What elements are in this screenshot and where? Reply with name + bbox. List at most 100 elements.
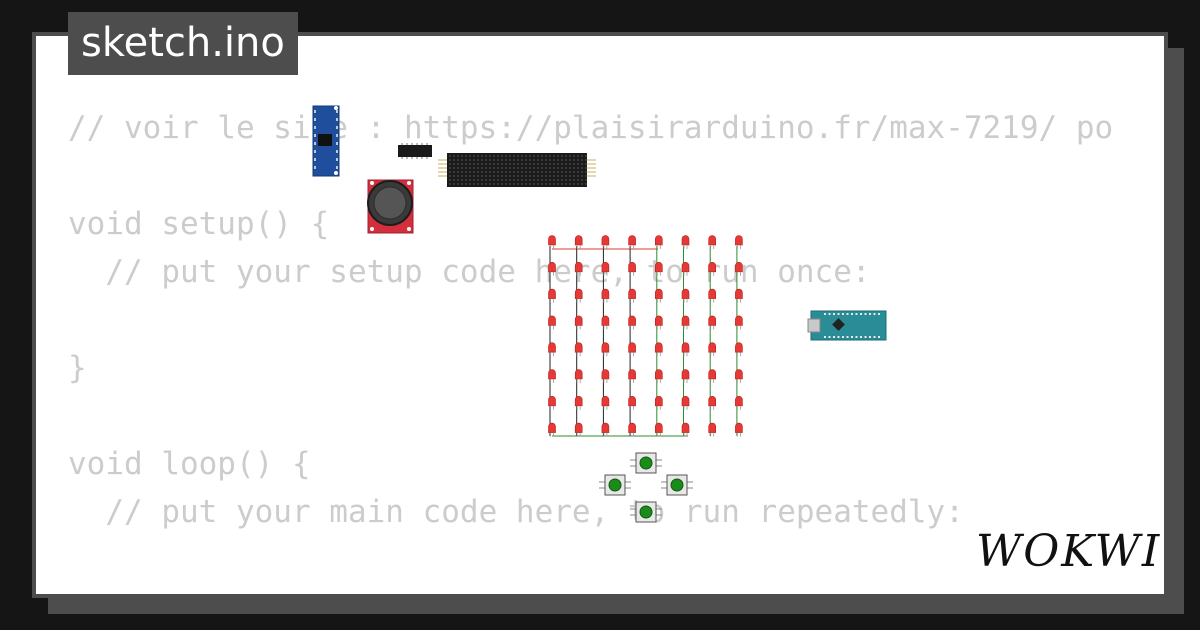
push-button[interactable] [630,501,662,523]
module-pin [336,126,338,129]
dot [452,162,456,166]
led [601,396,610,407]
led [681,342,690,353]
dot [536,178,540,182]
dot [464,158,468,162]
push-button[interactable] [630,452,662,474]
dot [520,154,524,158]
push-button-cap[interactable] [639,505,653,519]
led [628,422,636,433]
dot [492,178,496,182]
module-pin [314,166,316,169]
push-button[interactable] [599,474,631,496]
dot [484,174,488,178]
dot [508,166,512,170]
dot [448,174,452,178]
nano-board [810,310,887,341]
dot [504,178,508,182]
dot [500,166,504,170]
dot [516,178,520,182]
nano-pin [860,313,862,315]
dot [536,162,540,166]
led [708,422,716,433]
dot [480,174,484,178]
dot [480,170,484,174]
dot [556,174,560,178]
led [655,396,663,407]
dot [492,182,496,186]
dot [452,154,456,158]
dot [556,170,560,174]
dot [520,162,524,166]
code-line: // voir le site : https://plaisirarduino… [68,110,1114,146]
dot [564,170,568,174]
dot [516,166,520,170]
dot [468,174,472,178]
dot [460,162,464,166]
led [601,315,610,326]
max7219-module [312,105,340,177]
dot [544,170,548,174]
dot [564,178,568,182]
led [655,288,663,299]
led [681,262,690,273]
nano-pin [833,313,835,315]
module-pin [336,118,338,121]
file-tab-title[interactable]: sketch.ino [68,12,298,75]
nano-pin [842,313,844,315]
dot [456,182,460,186]
dot [504,170,508,174]
dot [580,178,584,182]
push-button-cap[interactable] [608,478,622,492]
dot [568,158,572,162]
dot [560,162,564,166]
led [655,369,663,380]
editor-card: // voir le site : https://plaisirarduino… [32,32,1168,598]
dot [512,166,516,170]
dot [472,182,476,186]
ic-pin [416,143,418,145]
dot [516,158,520,162]
dot [476,170,480,174]
dot [488,182,492,186]
module-pin [314,142,316,145]
dot [460,182,464,186]
dot [496,174,500,178]
joystick-hole [370,181,374,185]
dot [448,178,452,182]
dot [456,178,460,182]
dot [540,158,544,162]
led [628,369,636,380]
dot [556,166,560,170]
push-button-cap[interactable] [670,478,684,492]
dot [500,158,504,162]
dot [484,154,488,158]
dot [556,182,560,186]
dot [456,154,460,158]
dot [488,166,492,170]
dot [544,182,548,186]
dot [492,162,496,166]
dot [576,182,580,186]
dot [488,174,492,178]
dot [512,182,516,186]
led [708,369,716,380]
dot [576,154,580,158]
dot [516,170,520,174]
push-button[interactable] [661,474,693,496]
dot [476,162,480,166]
dot [480,162,484,166]
dot [476,182,480,186]
dot [484,182,488,186]
led [548,235,556,246]
dot [524,174,528,178]
led [574,369,583,380]
push-button-cap[interactable] [639,456,653,470]
ic-pin [426,157,428,159]
dot [556,154,560,158]
dot [560,174,564,178]
arduino-nano [807,310,887,341]
code-editor[interactable]: // voir le site : https://plaisirarduino… [68,104,1132,594]
wokwi-logo: WOKWI [976,526,1162,577]
dot [520,182,524,186]
